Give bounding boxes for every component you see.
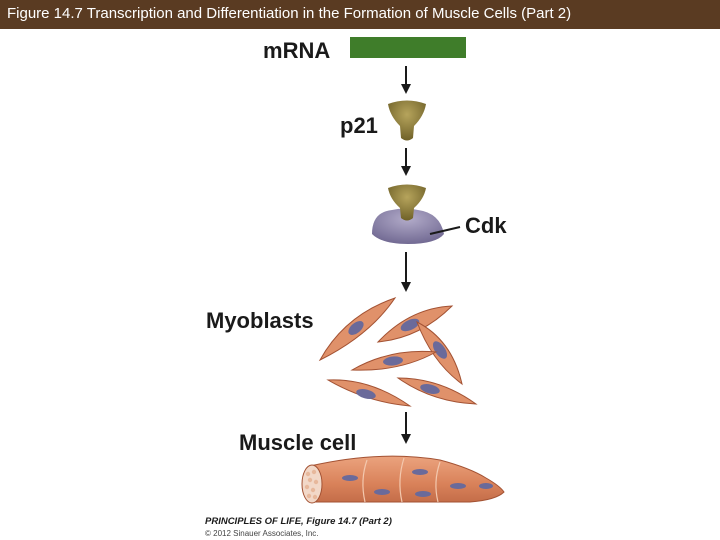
myoblast-cell-2 [376,305,454,343]
arrow-myoblasts-to-muscle-cell [401,412,411,444]
cdk-protein-icon [372,208,444,244]
myoblast-cell-5 [326,379,412,407]
mrna-label: mRNA [263,38,330,63]
myoblast-cell-1 [318,297,397,362]
myoblast-cell-3 [416,320,463,386]
myoblast-cells [318,297,478,407]
p21-label: p21 [340,113,378,138]
credit-line: PRINCIPLES OF LIFE, Figure 14.7 (Part 2) [205,516,392,527]
cdk-label: Cdk [465,213,507,238]
myoblast-cell-6 [396,377,478,405]
muscle-cell-label: Muscle cell [239,430,356,455]
title-bar: Figure 14.7 Transcription and Differenti… [0,0,720,29]
arrow-complex-to-myoblasts [401,252,411,292]
arrow-p21-to-complex [401,148,411,176]
p21-bound-icon [388,184,426,221]
copyright-line: © 2012 Sinauer Associates, Inc. [205,529,319,538]
cdk-leader-line [429,226,461,235]
figure-title: Figure 14.7 Transcription and Differenti… [7,5,572,22]
p21-protein-icon [388,100,426,141]
arrow-mrna-to-p21 [401,66,411,94]
myoblast-cell-4 [350,350,438,371]
muscle-fiber-icon [301,455,505,504]
mrna-bar [350,37,466,58]
myoblasts-label: Myoblasts [206,308,314,333]
